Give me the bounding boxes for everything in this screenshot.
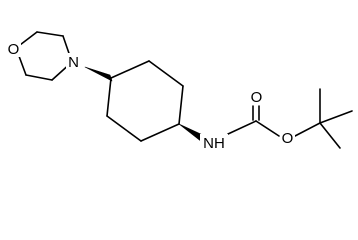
ester-oxygen-label: O [282,130,294,147]
chemical-structure: O N NH O O [6,31,353,152]
atom-labels: O N NH O O [6,40,295,152]
bond-ring-bottom-left [106,115,142,142]
morpholine-nitrogen-label: N [68,54,79,71]
bond-nh-carbonyl-c [227,120,257,135]
bond-ring-left [106,77,112,117]
bond-ring-right [178,85,184,125]
morpholine-oxygen-label: O [8,41,20,58]
bond-ring-top-left [110,60,150,79]
carbonyl-oxygen-label: O [251,89,263,106]
bond-c1-c2 [36,31,64,37]
cyclohexane-ring [106,60,184,142]
bond-c3-c4 [25,74,53,81]
bond-tbutyl-down [319,122,341,149]
morpholine-ring [15,31,73,81]
bond-tbutyl-right [319,110,353,124]
wedge-bond-ring-to-morpholine [84,66,113,82]
bond-ring-top-right [148,60,184,87]
carbamate-group [227,105,321,137]
tert-butyl-group [319,88,353,149]
bond-carbonyl-c-ester-o [255,120,280,137]
carbamate-nh-label: NH [203,135,225,152]
bond-ester-o-tbutyl [294,122,321,137]
bond-ring-bottom-right [140,123,180,142]
